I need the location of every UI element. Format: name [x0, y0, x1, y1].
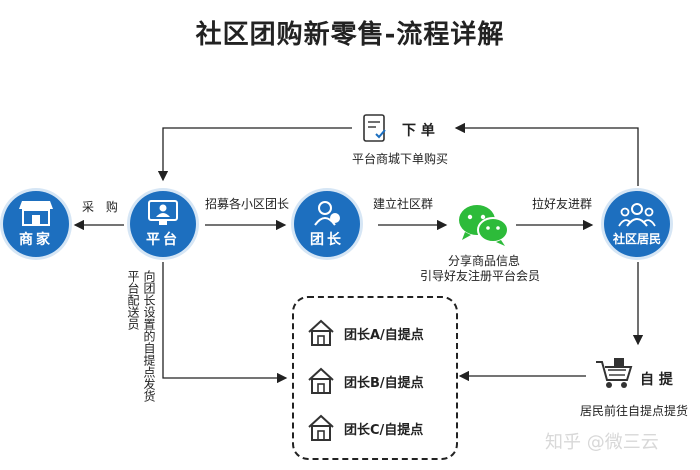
pickup-point-label: 团长C/自提点: [344, 422, 424, 438]
pickup-point-label: 团长A/自提点: [344, 327, 424, 343]
pickup-point-a: 团长A/自提点: [306, 318, 424, 348]
recruit-label: 招募各小区团长: [205, 197, 290, 211]
purchase-label: 采 购: [82, 200, 122, 214]
leader-node: 团长: [294, 191, 360, 257]
cart-icon: [594, 356, 634, 390]
platform-delivery-label: 平台配送员: [126, 270, 140, 330]
order-label: 下 单: [402, 123, 435, 139]
invite-label: 拉好友进群: [532, 197, 593, 211]
house-icon: [308, 319, 334, 346]
share-info-label: 分享商品信息: [448, 254, 521, 268]
leader-icon: [314, 201, 340, 226]
monitor-user-icon: [148, 200, 178, 225]
setup-pickup-label: 向团长设置的自提点发货: [142, 270, 156, 402]
residents-label: 社区居民: [612, 231, 661, 246]
order-sub-label: 平台商城下单购买: [352, 152, 449, 166]
residents-node: 社区居民: [604, 191, 670, 257]
pickup-point-b: 团长B/自提点: [306, 366, 424, 396]
merchant-node: 商家: [3, 191, 69, 257]
platform-label: 平台: [146, 232, 180, 248]
pickup-point-label: 团长B/自提点: [344, 375, 424, 391]
order-icon: [360, 112, 390, 144]
wechat-icon: [455, 202, 511, 248]
arrow-residents-to-order: [454, 122, 639, 186]
merchant-label: 商家: [19, 232, 53, 248]
pickup-point-c: 团长C/自提点: [306, 413, 423, 443]
arrow-order-to-platform: [157, 127, 352, 182]
shop-icon: [19, 201, 53, 226]
house-icon: [308, 414, 334, 441]
self-pickup-label: 自 提: [640, 372, 673, 388]
leader-label: 团长: [310, 232, 344, 248]
self-pickup-sub-label: 居民前往自提点提货: [580, 404, 689, 418]
community-icon: [618, 202, 656, 227]
watermark: 知乎 @微三云: [545, 432, 659, 453]
page-title: 社区团购新零售-流程详解: [195, 20, 505, 50]
pickup-points-box: [292, 296, 458, 460]
share-register-label: 引导好友注册平台会员: [420, 269, 541, 283]
arrow-platform-to-pickup: [162, 262, 288, 384]
build-group-label: 建立社区群: [373, 197, 434, 211]
house-icon: [308, 367, 334, 394]
platform-node: 平台: [130, 191, 196, 257]
